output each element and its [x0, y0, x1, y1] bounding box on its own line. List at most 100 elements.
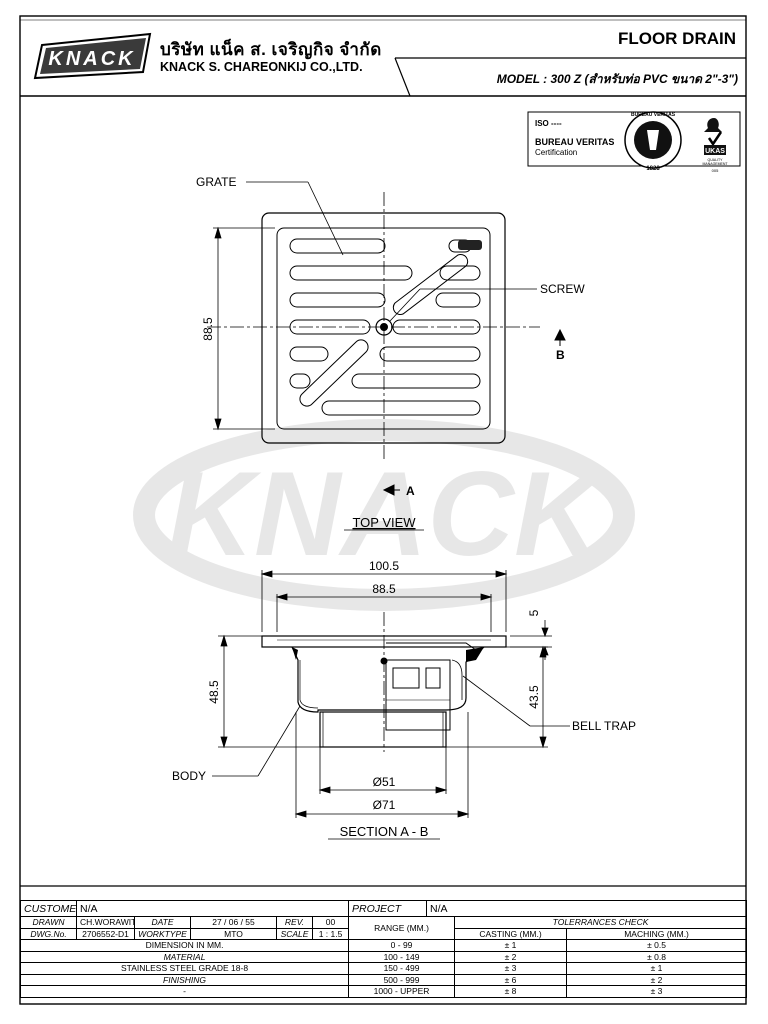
section-caption: SECTION A - B	[340, 824, 429, 839]
bell-trap-label: BELL TRAP	[572, 719, 636, 733]
bureau-veritas: BUREAU VERITAS	[535, 137, 614, 147]
tolerance-maching: ± 2	[566, 973, 748, 986]
customer-value: N/A	[75, 900, 350, 917]
seal-text: BUREAU VERITAS	[631, 112, 676, 118]
screw-leader	[389, 288, 537, 322]
worktype-value: MTO	[190, 927, 277, 940]
dimension-inner	[275, 593, 493, 632]
section-dim-flange: 5	[527, 609, 541, 616]
body-leader	[212, 705, 301, 777]
document-title: FLOOR DRAIN	[617, 29, 736, 48]
section-view	[212, 570, 570, 818]
section-mark-a: A	[406, 484, 415, 498]
ukas-sub1: QUALITY	[708, 158, 724, 162]
dimension-d51	[318, 747, 448, 794]
iso-number: ISO ----	[535, 119, 562, 128]
section-dim-outer: 100.5	[369, 559, 399, 573]
bell-trap-leader	[462, 675, 570, 727]
maching-header: MACHING (MM.)	[566, 927, 748, 940]
header-split	[394, 57, 411, 97]
certification-text: Certification	[535, 148, 577, 157]
section-mark-b: B	[556, 348, 565, 362]
finishing-value: -	[19, 985, 350, 998]
body-label: BODY	[172, 769, 206, 783]
logo-text: KNACK	[48, 48, 135, 70]
ukas-code: 005	[712, 168, 719, 173]
section-dim-height: 48.5	[207, 680, 221, 704]
grate-label: GRATE	[196, 175, 236, 189]
top-dim-side: 88.5	[201, 317, 215, 341]
dimension-outer	[260, 570, 508, 632]
plate-logo-icon	[458, 240, 482, 250]
casting-header: CASTING (MM.)	[454, 927, 568, 940]
dimension-flange	[510, 620, 552, 660]
sheet-border	[19, 15, 747, 1005]
company-name-en: KNACK S. CHAREONKIJ CO.,LTD.	[160, 60, 363, 74]
tolerance-maching: ± 1	[566, 962, 748, 975]
tolerance-range: 1000 - UPPER	[348, 985, 456, 998]
section-arrow-b-icon	[554, 328, 566, 346]
tolerance-range: 500 - 999	[348, 973, 456, 986]
top-view	[207, 181, 566, 496]
seal-year: 1828	[646, 166, 660, 172]
watermark-text: KNACK	[167, 447, 608, 581]
finishing-label: FINISHING	[19, 973, 350, 986]
knack-watermark: KNACK	[133, 419, 635, 611]
project-label: PROJECT	[348, 900, 428, 917]
ukas-text: UKAS	[705, 148, 725, 155]
rev-value: 00	[311, 916, 350, 929]
tolerance-casting: ± 1	[454, 939, 568, 952]
tolerance-header: TOLERRANCES CHECK	[454, 916, 748, 929]
scale-value: 1 : 1.5	[311, 927, 350, 940]
ukas-sub2: MANAGEMENT	[702, 162, 728, 166]
dwg-value: 2706552-D1	[76, 927, 135, 940]
tolerance-range: 100 - 149	[348, 950, 456, 963]
section-dim-d71: Ø71	[373, 798, 396, 812]
rev-label: REV.	[276, 916, 313, 929]
dwg-label: DWG.No.	[20, 927, 77, 940]
grate-leader	[246, 181, 344, 256]
section-dim-inner: 88.5	[372, 582, 396, 596]
material-label: MATERIAL	[19, 950, 350, 963]
screw-label: SCREW	[540, 282, 585, 296]
ukas-icon: UKAS QUALITY MANAGEMENT 005	[702, 118, 728, 173]
dimension-note: DIMENSION IN MM.	[19, 939, 350, 952]
tolerance-casting: ± 8	[454, 985, 568, 998]
grate-inner-plate	[276, 227, 491, 430]
dimension-height	[218, 634, 320, 749]
worktype-label: WORKTYPE	[134, 927, 191, 940]
section-dim-trap: 43.5	[527, 685, 541, 709]
tolerance-range: 0 - 99	[348, 939, 456, 952]
tolerance-maching: ± 0.5	[566, 939, 748, 952]
tolerance-casting: ± 2	[454, 950, 568, 963]
model-text: MODEL : 300 Z (สำหรับท่อ PVC ขนาด 2"-3")	[496, 72, 738, 86]
range-header: RANGE (MM.)	[348, 916, 456, 940]
section-dim-d51: Ø51	[373, 775, 396, 789]
top-view-caption: TOP VIEW	[352, 515, 416, 530]
knack-logo: KNACK	[33, 32, 152, 80]
tolerance-casting: ± 6	[454, 973, 568, 986]
customer-label: CUSTOMER	[20, 900, 77, 917]
date-value: 27 / 06 / 55	[190, 916, 277, 929]
date-label: DATE	[134, 916, 191, 929]
tolerance-casting: ± 3	[454, 962, 568, 975]
scale-label: SCALE	[276, 927, 313, 940]
drawn-value: CH.WORAWIT	[76, 916, 135, 929]
dimension-d71	[294, 712, 470, 818]
dimension-side	[213, 226, 275, 431]
tolerance-range: 150 - 499	[348, 962, 456, 975]
drawn-label: DRAWN	[20, 916, 77, 929]
title-block-table: CUSTOMER N/A PROJECT N/A DRAWN CH.WORAWI…	[19, 900, 748, 998]
bell-trap	[380, 642, 477, 731]
tolerance-maching: ± 0.8	[566, 950, 748, 963]
section-arrow-a-icon	[382, 484, 400, 496]
certification-block: ISO ---- BUREAU VERITAS Certification 18…	[527, 111, 741, 173]
tolerance-maching: ± 3	[566, 985, 748, 998]
project-value: N/A	[426, 900, 748, 917]
section-body	[291, 646, 485, 713]
company-name-th: บริษัท แน็ค ส. เจริญกิจ จำกัด	[160, 40, 382, 59]
bureau-veritas-seal-icon: 1828 BUREAU VERITAS	[624, 111, 682, 172]
grate-outer-plate	[261, 212, 506, 444]
material-value: STAINLESS STEEL GRADE 18-8	[19, 962, 350, 975]
